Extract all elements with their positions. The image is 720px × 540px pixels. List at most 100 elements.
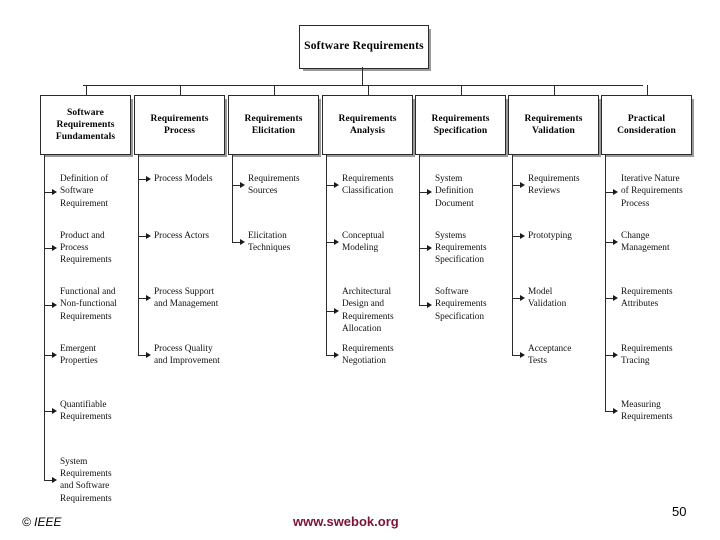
arrow-head-icon <box>240 239 245 246</box>
arrow-head-icon <box>520 233 525 240</box>
leaf-node[interactable]: Systems Requirements Specification <box>435 230 487 266</box>
leaf-connector-line <box>512 355 521 356</box>
footer-url[interactable]: www.swebok.org <box>293 514 399 529</box>
column-header-label: Requirements Process <box>150 114 209 136</box>
arrow-head-icon <box>334 239 339 246</box>
leaf-connector-line <box>605 192 614 193</box>
leaf-node[interactable]: Product and Process Requirements <box>60 230 112 266</box>
leaf-connector-line <box>512 298 521 299</box>
arrow-head-icon <box>613 189 618 196</box>
leaf-connector-line <box>512 236 521 237</box>
arrow-head-icon <box>427 189 432 196</box>
leaf-node[interactable]: Model Validation <box>528 287 567 310</box>
leaf-connector-line <box>138 298 147 299</box>
bus-drop-requirements-elicitation <box>273 85 275 95</box>
arrow-head-icon <box>520 182 525 189</box>
leaf-node[interactable]: Measuring Requirements <box>621 400 673 423</box>
root-node-software-requirements: Software Requirements <box>299 25 429 69</box>
leaf-node[interactable]: Requirements Tracing <box>621 343 673 366</box>
bus-drop-requirements-validation <box>553 85 555 95</box>
connector-bus <box>83 85 643 86</box>
column-header-label: Practical Consideration <box>617 114 676 136</box>
arrow-head-icon <box>613 295 618 302</box>
column-header-label: Requirements Elicitation <box>244 114 303 136</box>
column-spine-requirements-elicitation <box>232 155 233 242</box>
leaf-connector-line <box>326 355 335 356</box>
arrow-head-icon <box>52 408 57 415</box>
arrow-head-icon <box>52 477 57 484</box>
column-header-software-requirements-fundamentals[interactable]: Software Requirements Fundamentals <box>40 95 131 155</box>
column-header-requirements-elicitation[interactable]: Requirements Elicitation <box>228 95 319 155</box>
column-header-requirements-validation[interactable]: Requirements Validation <box>508 95 599 155</box>
leaf-node[interactable]: Iterative Nature of Requirements Process <box>621 174 683 209</box>
leaf-node[interactable]: Functional and Non-functional Requiremen… <box>60 287 117 322</box>
column-spine-software-requirements-fundamentals <box>44 155 45 481</box>
bus-drop-requirements-specification <box>460 85 462 95</box>
leaf-node[interactable]: Quantifiable Requirements <box>60 400 112 423</box>
leaf-connector-line <box>138 179 147 180</box>
arrow-head-icon <box>240 182 245 189</box>
arrow-head-icon <box>520 352 525 359</box>
leaf-node[interactable]: Elicitation Techniques <box>248 230 291 253</box>
leaf-node[interactable]: Definition of Software Requirement <box>60 174 109 209</box>
column-header-requirements-process[interactable]: Requirements Process <box>134 95 225 155</box>
leaf-node[interactable]: Process Quality and Improvement <box>154 343 220 366</box>
arrow-head-icon <box>613 352 618 359</box>
leaf-node[interactable]: Change Management <box>621 230 670 253</box>
leaf-node[interactable]: System Requirements and Software Require… <box>60 456 112 504</box>
root-connector-stem <box>362 67 363 85</box>
leaf-node[interactable]: Requirements Reviews <box>528 174 580 197</box>
column-header-requirements-specification[interactable]: Requirements Specification <box>415 95 506 155</box>
leaf-connector-line <box>44 355 53 356</box>
arrow-head-icon <box>52 189 57 196</box>
leaf-connector-line <box>419 248 428 249</box>
column-header-practical-consideration[interactable]: Practical Consideration <box>601 95 692 155</box>
leaf-connector-line <box>419 192 428 193</box>
leaf-node[interactable]: Prototyping <box>528 230 572 241</box>
leaf-connector-line <box>232 242 241 243</box>
column-spine-requirements-specification <box>419 155 420 305</box>
leaf-connector-line <box>512 185 521 186</box>
arrow-head-icon <box>520 295 525 302</box>
leaf-node[interactable]: Process Actors <box>154 230 210 241</box>
leaf-node[interactable]: Process Support and Management <box>154 287 219 310</box>
leaf-node[interactable]: Architectural Design and Requirements Al… <box>342 287 394 335</box>
arrow-head-icon <box>52 302 57 309</box>
leaf-connector-line <box>138 236 147 237</box>
leaf-connector-line <box>326 185 335 186</box>
leaf-connector-line <box>44 248 53 249</box>
leaf-node[interactable]: Conceptual Modeling <box>342 230 385 253</box>
arrow-head-icon <box>146 295 151 302</box>
leaf-node[interactable]: Requirements Classification <box>342 174 394 197</box>
arrow-head-icon <box>613 239 618 246</box>
leaf-node[interactable]: Acceptance Tests <box>528 343 572 366</box>
arrow-head-icon <box>334 182 339 189</box>
column-spine-requirements-process <box>138 155 139 355</box>
bus-drop-requirements-process <box>179 85 181 95</box>
arrow-head-icon <box>52 245 57 252</box>
column-header-label: Requirements Specification <box>431 114 490 136</box>
leaf-connector-line <box>605 355 614 356</box>
leaf-connector-line <box>232 185 241 186</box>
column-spine-requirements-validation <box>512 155 513 355</box>
column-header-requirements-analysis[interactable]: Requirements Analysis <box>322 95 413 155</box>
footer-copyright: © IEEE <box>22 515 62 529</box>
arrow-head-icon <box>146 233 151 240</box>
column-spine-practical-consideration <box>605 155 606 412</box>
column-header-label: Software Requirements Fundamentals <box>55 108 116 142</box>
leaf-node[interactable]: Emergent Properties <box>60 343 98 366</box>
leaf-node[interactable]: Requirements Attributes <box>621 287 673 310</box>
bus-drop-software-requirements-fundamentals <box>85 85 87 95</box>
root-node-label: Software Requirements <box>304 40 424 53</box>
column-header-label: Requirements Analysis <box>338 114 397 136</box>
leaf-connector-line <box>605 411 614 412</box>
leaf-node[interactable]: Requirements Sources <box>248 174 300 197</box>
leaf-node[interactable]: Software Requirements Specification <box>435 287 487 322</box>
leaf-node[interactable]: Process Models <box>154 174 213 184</box>
leaf-connector-line <box>44 480 53 481</box>
leaf-node[interactable]: System Definition Document <box>435 174 474 209</box>
arrow-head-icon <box>427 302 432 309</box>
leaf-connector-line <box>326 242 335 243</box>
leaf-node[interactable]: Requirements Negotiation <box>342 343 394 366</box>
leaf-connector-line <box>605 242 614 243</box>
